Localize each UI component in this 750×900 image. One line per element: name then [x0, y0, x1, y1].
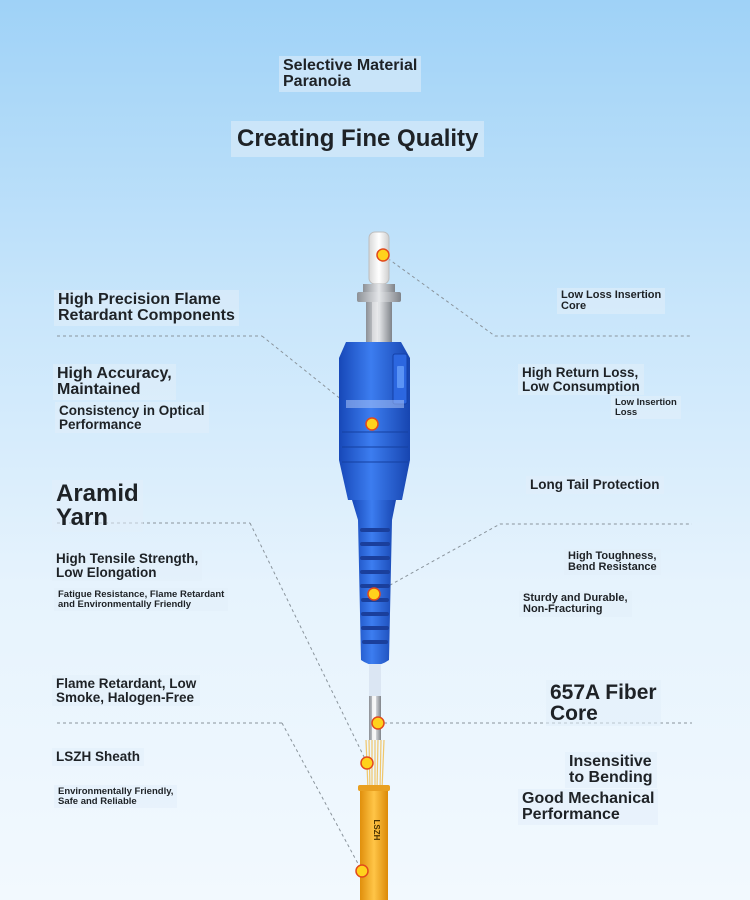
label-aramid: Aramid Yarn: [52, 480, 143, 532]
page-title: Creating Fine Quality: [231, 121, 485, 157]
label-precision: High Precision Flame Retardant Component…: [54, 290, 239, 326]
leader-lszh: [281, 722, 363, 872]
strain-relief-boot: [352, 500, 396, 665]
label-insertion-loss: Low Insertion Loss: [611, 396, 681, 419]
marker-boot: [367, 587, 381, 601]
label-mechanical: Good Mechanical Performance: [518, 789, 659, 825]
label-fiber: 657A Fiber Core: [546, 680, 661, 726]
marker-aramid: [360, 756, 374, 770]
leader-tail: [373, 523, 692, 595]
label-tensile: High Tensile Strength, Low Elongation: [52, 550, 203, 581]
marker-fiber: [371, 716, 385, 730]
label-return-loss: High Return Loss, Low Consumption: [518, 364, 644, 395]
leader-aramid: [249, 522, 368, 764]
label-flame: Flame Retardant, Low Smoke, Halogen-Free: [52, 675, 201, 706]
cable-cross-section: [358, 664, 390, 900]
label-insensitive: Insensitive to Bending: [565, 752, 657, 788]
leader-insertion-core: [382, 254, 692, 337]
ceramic-ferrule: [357, 231, 401, 342]
marker-ferrule: [376, 248, 390, 262]
label-accuracy: High Accuracy, Maintained: [53, 364, 176, 400]
cable-print: LSZH: [372, 820, 381, 841]
callout-markers: [355, 248, 390, 878]
header-subtitle: Selective Material Paranoia: [279, 56, 422, 92]
label-consistency: Consistency in Optical Performance: [55, 402, 209, 433]
label-eco: Environmentally Friendly, Safe and Relia…: [54, 785, 178, 808]
marker-housing: [365, 417, 379, 431]
label-toughness: High Toughness, Bend Resistance: [564, 549, 661, 575]
label-sturdy: Sturdy and Durable, Non-Fracturing: [519, 591, 632, 617]
label-fatigue: Fatigue Resistance, Flame Retardant and …: [54, 588, 229, 611]
label-tail: Long Tail Protection: [526, 476, 664, 494]
label-lszh: LSZH Sheath: [52, 748, 145, 766]
marker-sheath: [355, 864, 369, 878]
label-insertion-core: Low Loss Insertion Core: [557, 288, 666, 314]
